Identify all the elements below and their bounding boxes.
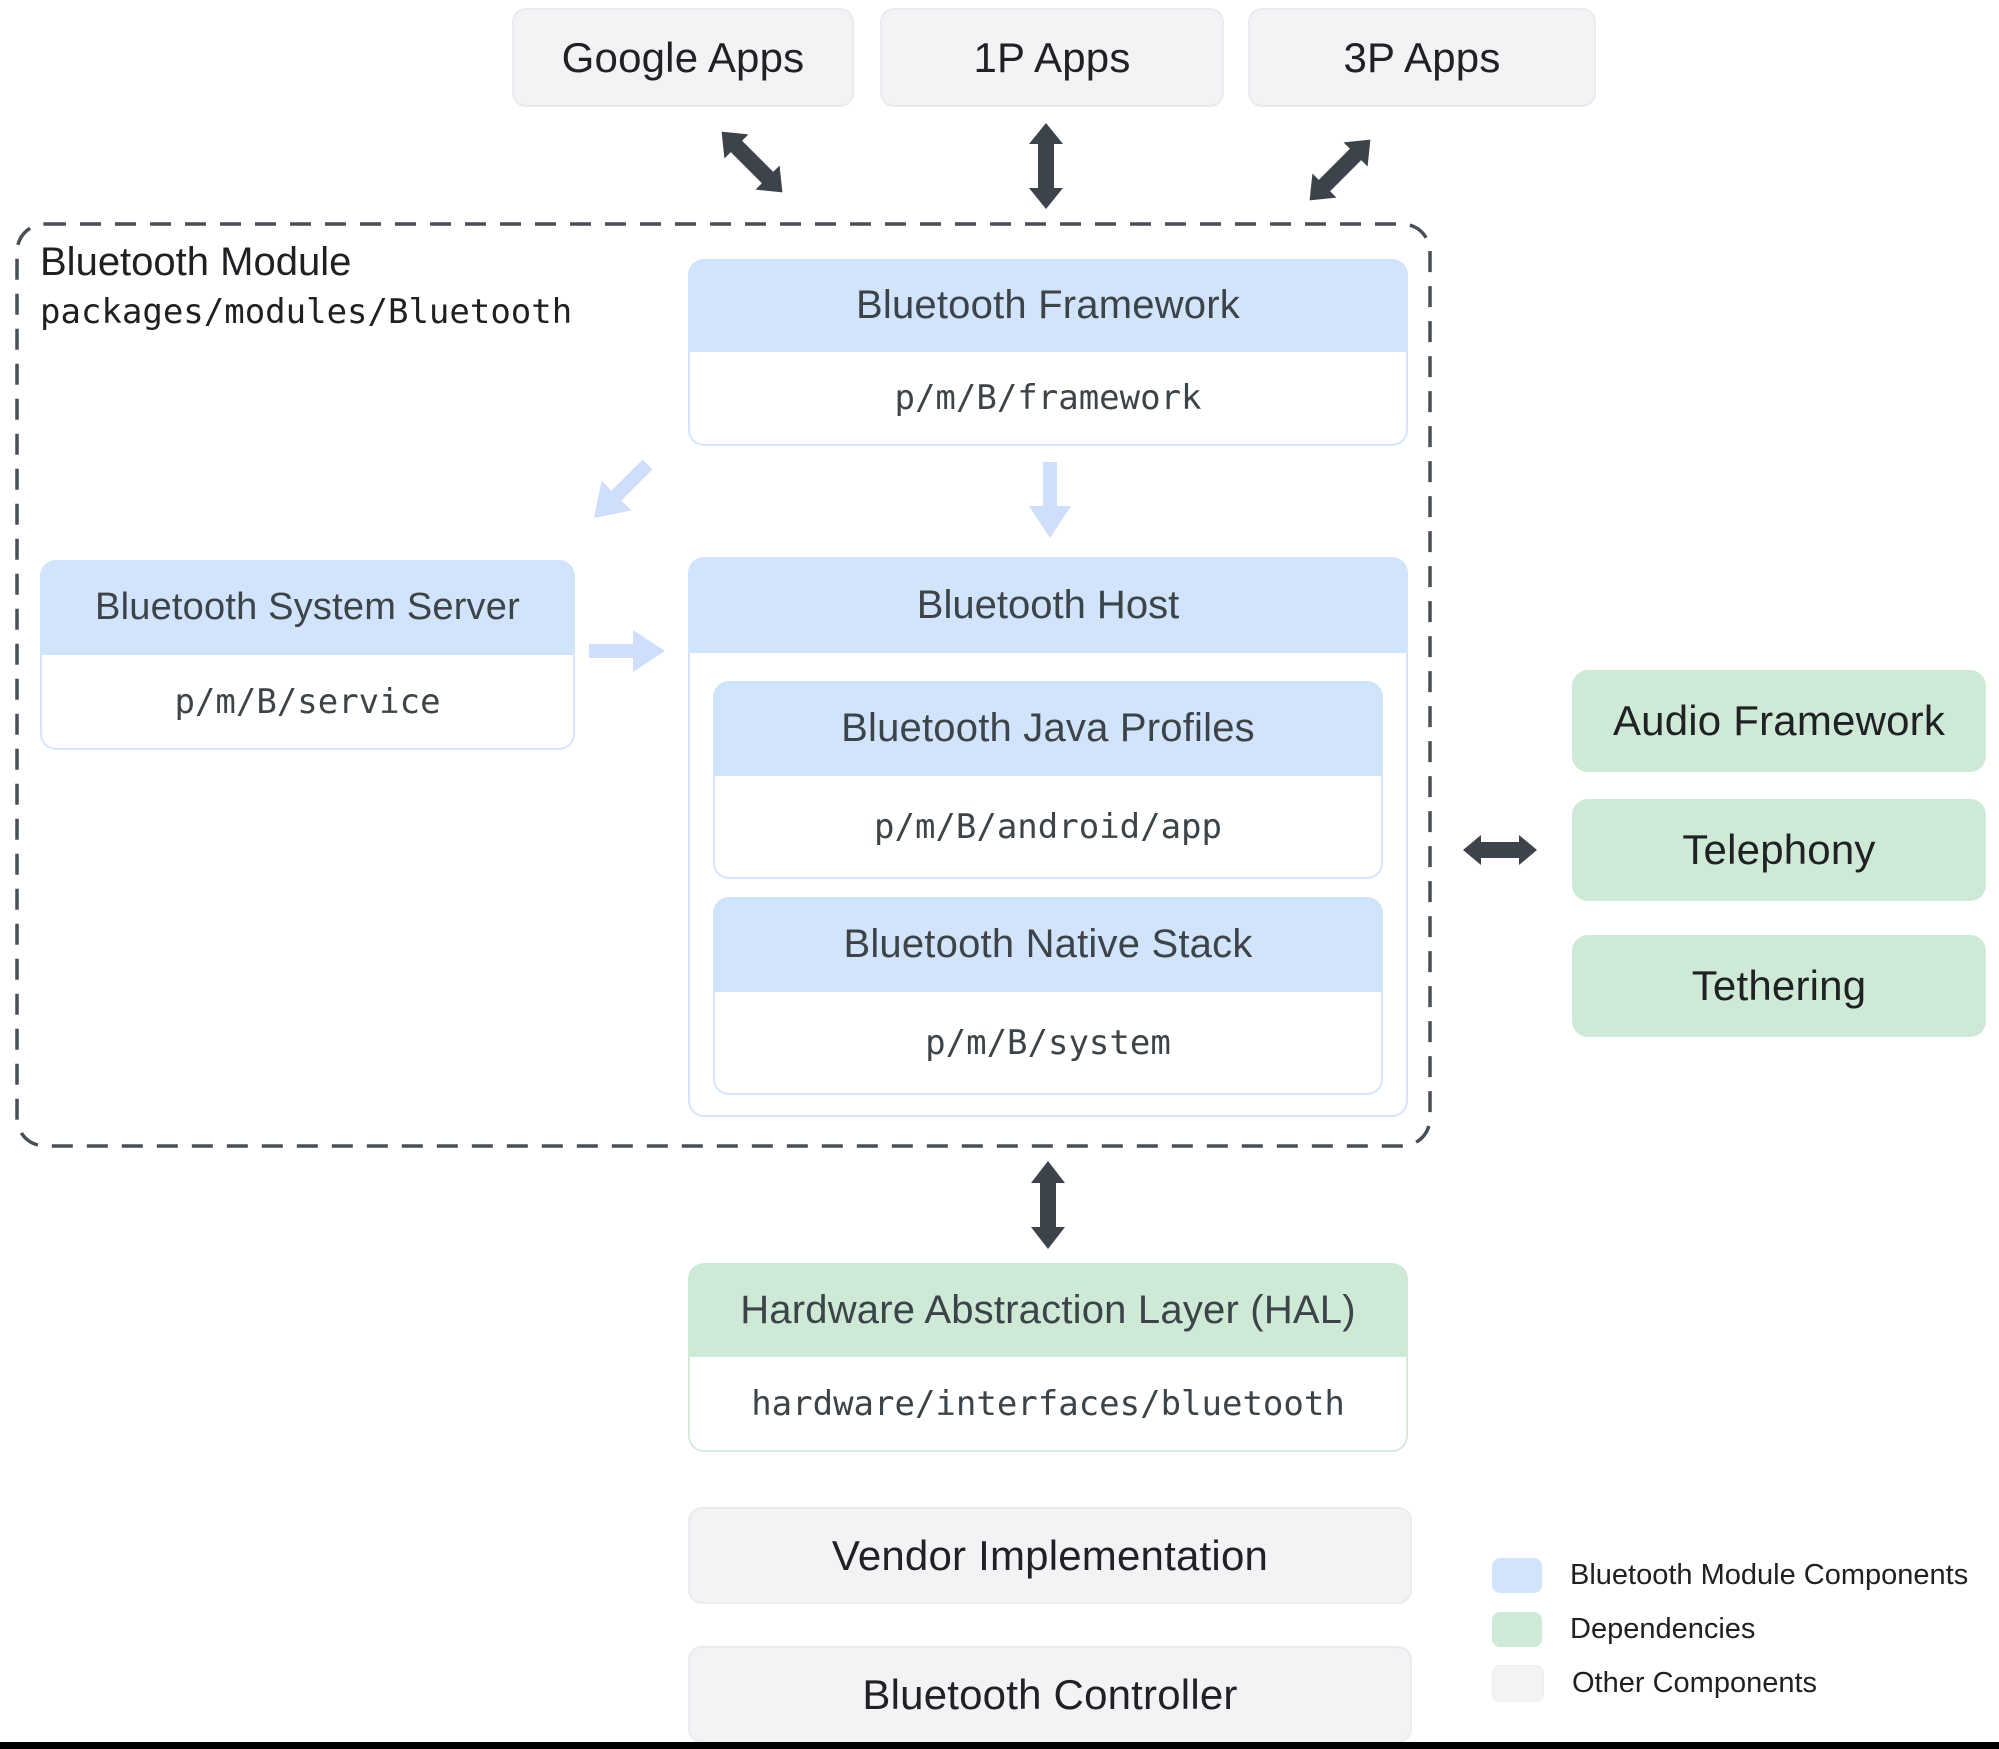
audio-framework-label: Audio Framework xyxy=(1612,697,1946,744)
hal-title: Hardware Abstraction Layer (HAL) xyxy=(688,1263,1408,1357)
legend-label-module-components: Bluetooth Module Components xyxy=(1570,1559,1969,1591)
bottom-edge-bar xyxy=(0,1742,1999,1749)
bluetooth-controller-box: Bluetooth Controller xyxy=(688,1646,1412,1743)
bluetooth-controller-label: Bluetooth Controller xyxy=(862,1670,1238,1718)
google-apps-label: Google Apps xyxy=(561,33,805,81)
vendor-implementation-box: Vendor Implementation xyxy=(688,1507,1412,1604)
bluetooth-module-title: Bluetooth Module xyxy=(40,240,352,284)
legend-swatch-dependencies xyxy=(1492,1612,1542,1647)
bluetooth-java-profiles-title: Bluetooth Java Profiles xyxy=(713,681,1383,776)
audio-framework-box: Audio Framework xyxy=(1572,670,1986,772)
hal-path: hardware/interfaces/bluetooth xyxy=(688,1357,1408,1452)
bluetooth-system-server-box: Bluetooth System Server p/m/B/service xyxy=(40,560,575,750)
module-dependencies-bidirectional-arrow-icon xyxy=(1463,835,1537,865)
framework-to-host-arrow-icon xyxy=(1029,462,1071,538)
bluetooth-system-server-path: p/m/B/service xyxy=(40,655,575,750)
legend-label-dependencies: Dependencies xyxy=(1570,1613,1756,1645)
vendor-implementation-label: Vendor Implementation xyxy=(831,1531,1269,1579)
bluetooth-host-box: Bluetooth Host Bluetooth Java Profiles p… xyxy=(688,557,1408,1117)
legend-swatch-other-components xyxy=(1492,1665,1544,1702)
third-party-apps-bidirectional-arrow-icon xyxy=(1309,139,1371,201)
telephony-box: Telephony xyxy=(1572,799,1986,901)
legend-row-module-components: Bluetooth Module Components xyxy=(1492,1558,1968,1593)
hal-box: Hardware Abstraction Layer (HAL) hardwar… xyxy=(688,1263,1408,1452)
google-apps-box: Google Apps xyxy=(512,8,854,107)
legend-label-other-components: Other Components xyxy=(1572,1667,1818,1699)
bluetooth-system-server-title: Bluetooth System Server xyxy=(40,560,575,655)
third-party-apps-label: 3P Apps xyxy=(1343,33,1501,81)
legend-swatch-module-components xyxy=(1492,1558,1542,1593)
tethering-label: Tethering xyxy=(1691,962,1867,1009)
bluetooth-framework-box: Bluetooth Framework p/m/B/framework xyxy=(688,259,1408,446)
bluetooth-native-stack-title: Bluetooth Native Stack xyxy=(713,897,1383,992)
first-party-apps-label: 1P Apps xyxy=(973,33,1131,81)
first-party-apps-bidirectional-arrow-icon xyxy=(1029,123,1063,209)
legend-row-other-components: Other Components xyxy=(1492,1665,1817,1702)
legend-row-dependencies: Dependencies xyxy=(1492,1612,1755,1647)
first-party-apps-box: 1P Apps xyxy=(880,8,1224,107)
telephony-label: Telephony xyxy=(1682,826,1876,873)
bluetooth-native-stack-path: p/m/B/system xyxy=(713,992,1383,1095)
tethering-box: Tethering xyxy=(1572,935,1986,1037)
bluetooth-java-profiles-box: Bluetooth Java Profiles p/m/B/android/ap… xyxy=(713,681,1383,879)
framework-to-system-server-arrow-icon xyxy=(593,459,653,519)
bluetooth-framework-title: Bluetooth Framework xyxy=(688,259,1408,352)
google-apps-bidirectional-arrow-icon xyxy=(721,131,783,193)
bluetooth-java-profiles-path: p/m/B/android/app xyxy=(713,776,1383,879)
bluetooth-native-stack-box: Bluetooth Native Stack p/m/B/system xyxy=(713,897,1383,1095)
module-hal-bidirectional-arrow-icon xyxy=(1031,1161,1065,1249)
third-party-apps-box: 3P Apps xyxy=(1248,8,1596,107)
bluetooth-module-dashed-boundary xyxy=(15,222,1432,1148)
system-server-to-host-arrow-icon xyxy=(589,630,665,672)
bluetooth-host-title: Bluetooth Host xyxy=(688,557,1408,653)
bluetooth-framework-path: p/m/B/framework xyxy=(688,352,1408,446)
bluetooth-module-path: packages/modules/Bluetooth xyxy=(40,292,573,332)
